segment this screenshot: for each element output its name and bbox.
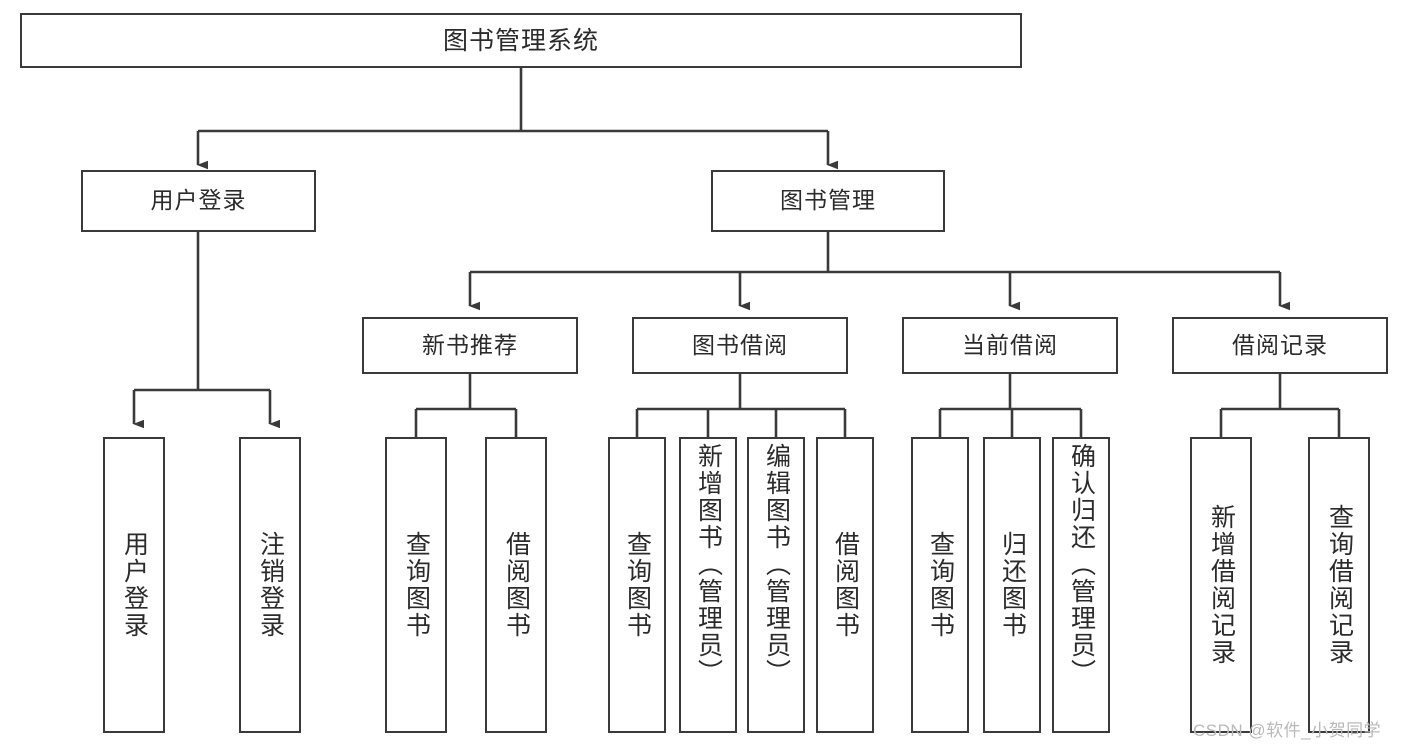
node-label: 借阅记录 bbox=[1232, 331, 1328, 358]
node-level3-2[interactable]: 当前借阅 bbox=[902, 317, 1118, 374]
node-leaf-6[interactable]: 编辑图书（管理员） bbox=[747, 437, 805, 733]
node-label: 查询图书 bbox=[402, 531, 431, 639]
node-label: 注销登录 bbox=[256, 531, 285, 639]
node-leaf-8[interactable]: 查询图书 bbox=[911, 437, 969, 733]
node-label: 编辑图书（管理员） bbox=[762, 443, 791, 686]
node-label: 图书借阅 bbox=[692, 331, 788, 358]
node-level2-1[interactable]: 图书管理 bbox=[711, 170, 945, 232]
csdn-watermark: CSDN @软件_小贺同学 bbox=[1193, 721, 1382, 740]
node-label: 确认归还（管理员） bbox=[1067, 443, 1096, 686]
node-label: 图书管理 bbox=[780, 187, 876, 214]
node-label: 当前借阅 bbox=[962, 331, 1058, 358]
node-leaf-2[interactable]: 查询图书 bbox=[385, 437, 447, 733]
node-leaf-0[interactable]: 用户登录 bbox=[103, 437, 165, 733]
node-label: 借阅图书 bbox=[502, 531, 531, 639]
node-label: 借阅图书 bbox=[831, 531, 860, 639]
node-leaf-10[interactable]: 确认归还（管理员） bbox=[1052, 437, 1110, 733]
node-label: 查询图书 bbox=[926, 531, 955, 639]
node-label: 用户登录 bbox=[150, 187, 247, 214]
node-label: 图书管理系统 bbox=[442, 26, 599, 55]
node-level3-0[interactable]: 新书推荐 bbox=[362, 317, 578, 374]
node-root-book-management-system[interactable]: 图书管理系统 bbox=[20, 13, 1022, 68]
node-leaf-9[interactable]: 归还图书 bbox=[983, 437, 1041, 733]
node-leaf-12[interactable]: 查询借阅记录 bbox=[1308, 437, 1370, 733]
node-leaf-7[interactable]: 借阅图书 bbox=[816, 437, 874, 733]
node-leaf-4[interactable]: 查询图书 bbox=[608, 437, 666, 733]
node-label: 查询借阅记录 bbox=[1325, 504, 1354, 666]
node-label: 查询图书 bbox=[623, 531, 652, 639]
node-level3-1[interactable]: 图书借阅 bbox=[632, 317, 848, 374]
node-level3-3[interactable]: 借阅记录 bbox=[1172, 317, 1388, 374]
node-leaf-3[interactable]: 借阅图书 bbox=[485, 437, 547, 733]
node-leaf-11[interactable]: 新增借阅记录 bbox=[1190, 437, 1252, 733]
node-label: 用户登录 bbox=[120, 531, 149, 639]
node-leaf-5[interactable]: 新增图书（管理员） bbox=[679, 437, 737, 733]
node-leaf-1[interactable]: 注销登录 bbox=[239, 437, 301, 733]
node-level2-0[interactable]: 用户登录 bbox=[81, 170, 316, 232]
node-label: 新书推荐 bbox=[422, 331, 518, 358]
node-label: 新增图书（管理员） bbox=[694, 443, 723, 686]
node-label: 新增借阅记录 bbox=[1207, 504, 1236, 666]
node-label: 归还图书 bbox=[998, 531, 1027, 639]
